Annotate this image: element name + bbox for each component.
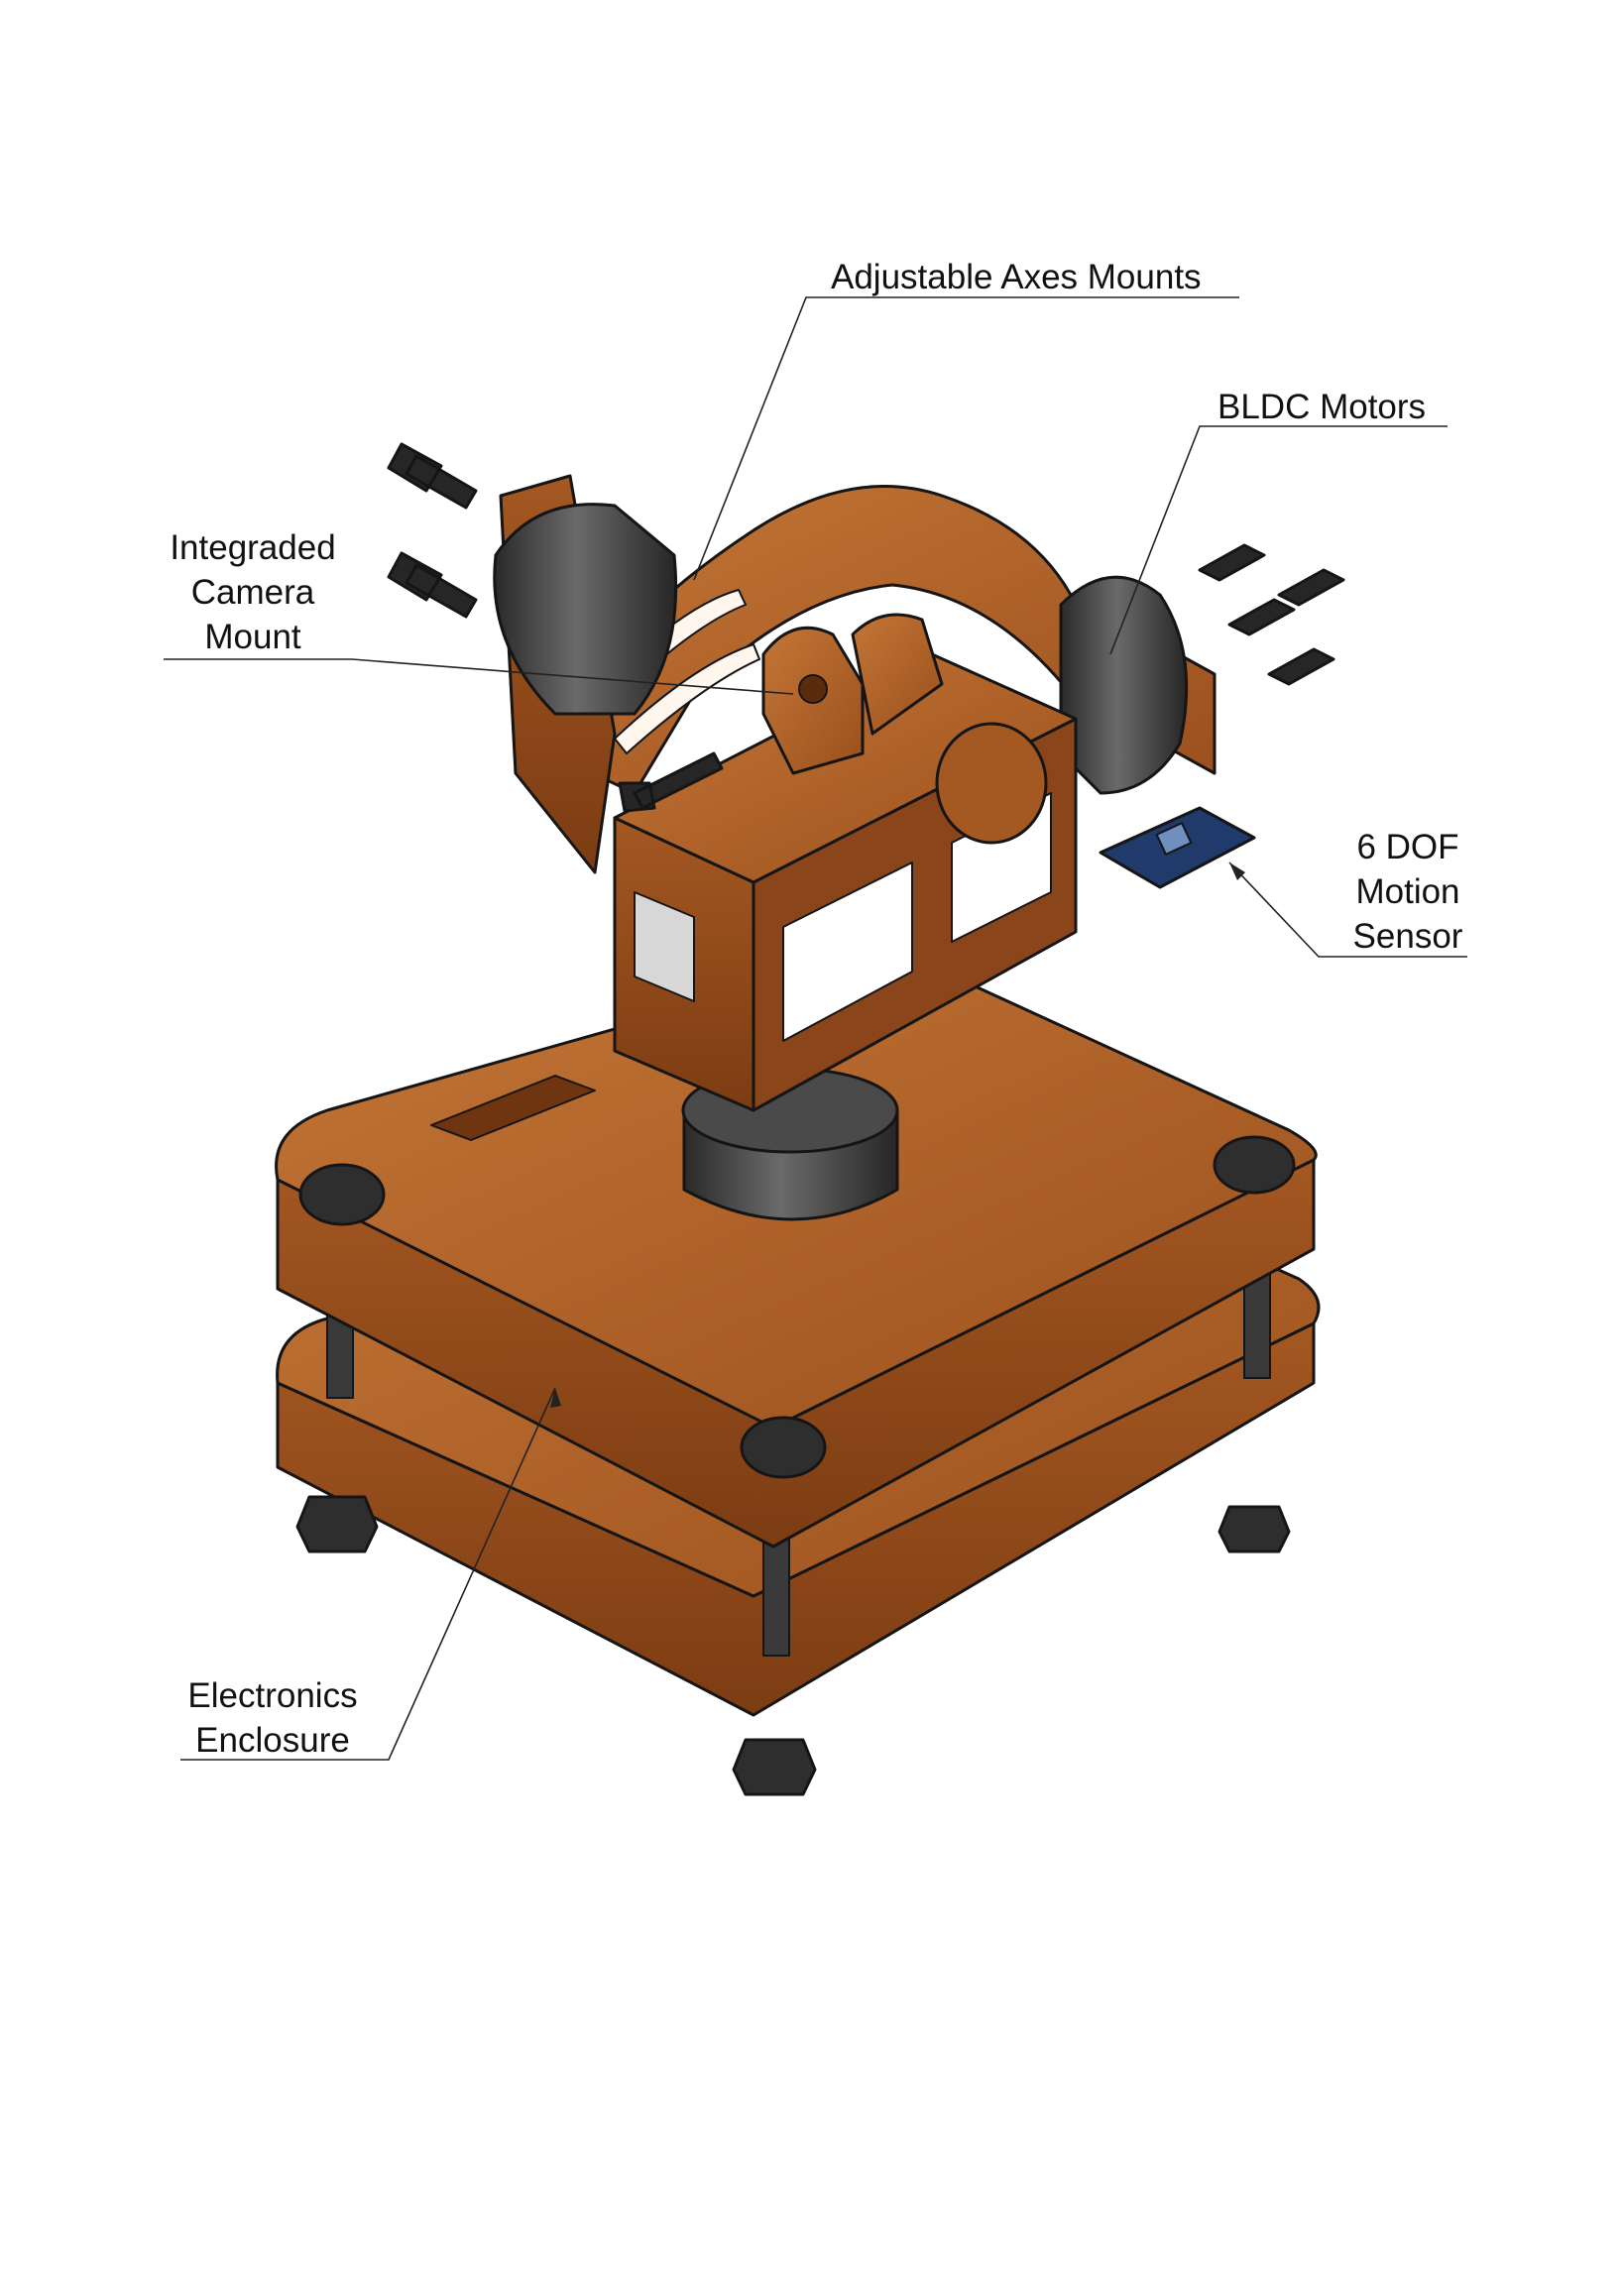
nut-right [1217,1505,1291,1553]
bolt-head-right [1213,1135,1296,1195]
label-motion-sensor: 6 DOF Motion Sensor [1352,828,1463,956]
bolt-head-front [740,1416,827,1479]
leader-adjustable-axes [693,296,1239,581]
label-camera-mount: Integraded Camera Mount [170,528,336,656]
leader-motion-sensor [1228,861,1467,958]
nut-front [732,1738,817,1796]
camera-mount-tab [761,613,944,775]
leader-bldc-motors [1109,425,1448,655]
pitch-motor [1059,575,1189,795]
arrow-enclosure [550,1388,561,1408]
label-adjustable-axes-mounts: Adjustable Axes Mounts [831,258,1202,296]
leader-lines [164,296,1467,1761]
motion-sensor-board [1099,806,1256,889]
screw-cage [618,751,724,813]
label-electronics-enclosure: Electronics Enclosure [187,1676,358,1760]
nut-left [295,1495,379,1553]
screw-mid-left [387,551,478,619]
screw-right-1 [1198,543,1266,582]
label-bldc-motors: BLDC Motors [1217,388,1427,426]
roll-motor [493,503,678,716]
screw-right-2 [1277,568,1345,607]
screw-right-4 [1267,647,1335,686]
screw-top-left [387,442,478,510]
loose-screws [387,442,1345,813]
bolt-head-left [298,1163,386,1226]
screw-right-3 [1227,598,1296,636]
arrow-motion-sensor [1229,862,1245,880]
leader-enclosure [180,1387,556,1761]
leader-camera-mount [164,658,794,695]
camera-cage [613,652,1078,1112]
